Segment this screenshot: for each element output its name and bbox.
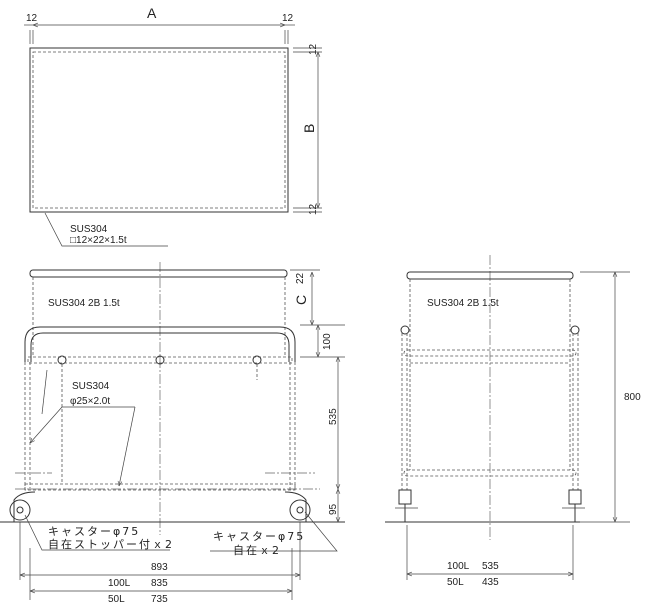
margin-left-label: 12 — [26, 13, 38, 24]
dim-caster-label: 95 — [328, 503, 339, 515]
height-label: 800 — [624, 392, 641, 403]
handle-outer — [24, 326, 296, 362]
width-100l-label: 100L — [108, 578, 131, 589]
side-top-rim — [406, 271, 574, 280]
frame-material-label: SUS304 — [70, 224, 108, 235]
caster-left-line1: キャスターφ75 — [48, 525, 140, 538]
side-width-100l-value: 535 — [482, 561, 499, 572]
caster-right-line1: キャスターφ75 — [213, 530, 305, 543]
side-upper-rail — [403, 349, 577, 357]
front-view: SUS304 2B 1.5t 22 C 100 535 95 — [0, 262, 345, 605]
side-body-material: SUS304 2B 1.5t — [427, 298, 499, 309]
dim-handle-label: 100 — [322, 333, 333, 350]
dim-a-label: A — [147, 5, 157, 21]
caster-left — [9, 491, 36, 522]
rim-dim-label: 22 — [295, 272, 306, 284]
width-50l-value: 735 — [151, 594, 168, 605]
top-view: A 12 12 B 12 12 SUS304 □12×22×1.5t — [24, 5, 322, 247]
top-frame-inner — [32, 51, 286, 209]
front-lower-rail — [24, 483, 296, 491]
front-top-rim — [29, 269, 288, 278]
side-width-50l-value: 435 — [482, 577, 499, 588]
top-frame-outer — [29, 47, 289, 213]
dim-b-label: B — [301, 124, 317, 133]
margin-top-label: 12 — [308, 43, 319, 55]
side-lower-rail — [403, 469, 577, 477]
caster-left-line2: 自在ストッパー付ｘ2 — [48, 538, 174, 551]
pipe-spec-label: φ25×2.0t — [70, 396, 110, 407]
side-view: SUS304 2B 1.5t 800 100L 535 50L 435 — [385, 255, 641, 588]
side-caster-right — [562, 489, 585, 522]
caster-right — [284, 491, 311, 522]
frame-spec-label: □12×22×1.5t — [70, 235, 127, 246]
side-width-100l-label: 100L — [447, 561, 470, 572]
width-100l-value: 835 — [151, 578, 168, 589]
side-caster-left — [395, 489, 418, 522]
width-50l-label: 50L — [108, 594, 125, 605]
caster-right-line2: 自在ｘ2 — [233, 544, 281, 557]
dim-c-label: C — [293, 295, 309, 305]
side-width-50l-label: 50L — [447, 577, 464, 588]
overall-width-label: 893 — [151, 562, 168, 573]
margin-bottom-label: 12 — [308, 203, 319, 215]
front-body-material: SUS304 2B 1.5t — [48, 298, 120, 309]
handle-inner — [30, 332, 290, 362]
pipe-material-label: SUS304 — [72, 381, 110, 392]
frame-leader — [44, 212, 168, 247]
margin-right-label: 12 — [282, 13, 294, 24]
front-upper-rail — [27, 356, 293, 364]
dim-body-label: 535 — [328, 408, 339, 425]
